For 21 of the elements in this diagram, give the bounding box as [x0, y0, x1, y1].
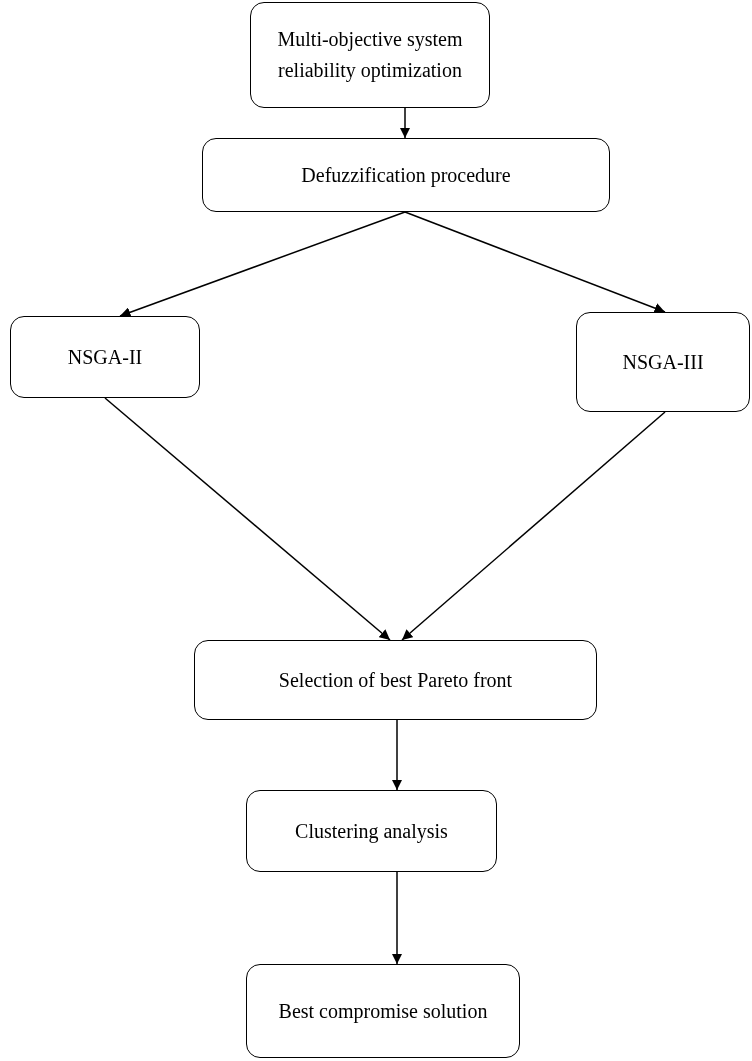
arrow [391, 871, 403, 965]
box-label: Multi-objective system reliability optimization [276, 27, 464, 84]
process-box [194, 640, 597, 720]
process-box [246, 964, 520, 1058]
box-label: Clustering analysis [295, 818, 448, 845]
process-box [10, 316, 200, 398]
box-label: NSGA-II [67, 344, 143, 370]
process-box [202, 138, 610, 212]
arrow [404, 211, 666, 314]
arrow [391, 719, 403, 791]
box-label: Best compromise solution [278, 998, 488, 1025]
box-label: Defuzzification procedure [301, 162, 511, 189]
box-label: Selection of best Pareto front [278, 667, 513, 693]
box-label: NSGA-III [622, 349, 704, 375]
arrow [401, 411, 666, 641]
arrow [119, 211, 406, 318]
process-box [246, 790, 497, 872]
arrow [104, 397, 391, 641]
process-box [250, 2, 490, 108]
process-box [576, 312, 750, 412]
arrow [399, 107, 411, 139]
